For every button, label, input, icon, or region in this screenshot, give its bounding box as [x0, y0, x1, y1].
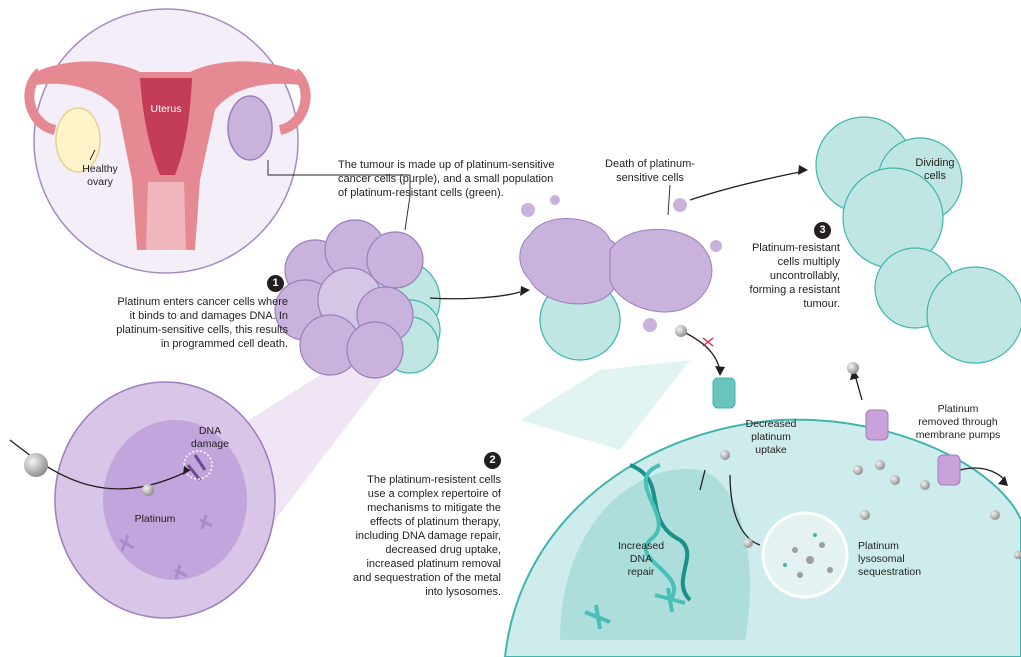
platinum-label: Platinum	[120, 513, 190, 526]
step-2-badge: 2	[484, 452, 501, 469]
uterus-illustration	[29, 9, 305, 273]
step-1-badge: 1	[267, 275, 284, 292]
death-note: Death of platinum- sensitive cells	[595, 157, 705, 185]
dividing-cells-label: Dividing cells	[900, 157, 970, 183]
dna-damage-label: DNA damage	[180, 425, 240, 451]
platinum-removed-label: Platinum removed through membrane pumps	[908, 403, 1008, 442]
increased-repair-label: Increased DNA repair	[606, 540, 676, 579]
step-2-text: The platinum-resistent cells use a compl…	[336, 473, 501, 599]
decreased-uptake-label: Decreased platinum uptake	[736, 418, 806, 457]
dividing-resistant-cells	[816, 117, 1021, 363]
healthy-ovary-label: Healthy ovary	[70, 163, 130, 189]
tumour-cluster	[275, 220, 440, 378]
lysosomal-label: Platinum lysosomal sequestration	[858, 540, 948, 579]
tumour-composition-note: The tumour is made up of platinum-sensit…	[338, 158, 583, 200]
step-3-text: Platinum-resistant cells multiply uncont…	[730, 241, 840, 311]
step-1-text: Platinum enters cancer cells where it bi…	[90, 295, 288, 351]
uterus-label: Uterus	[146, 103, 186, 116]
lysosome	[763, 513, 847, 597]
step-3-badge: 3	[814, 222, 831, 239]
dying-sensitive-cells	[520, 195, 722, 360]
